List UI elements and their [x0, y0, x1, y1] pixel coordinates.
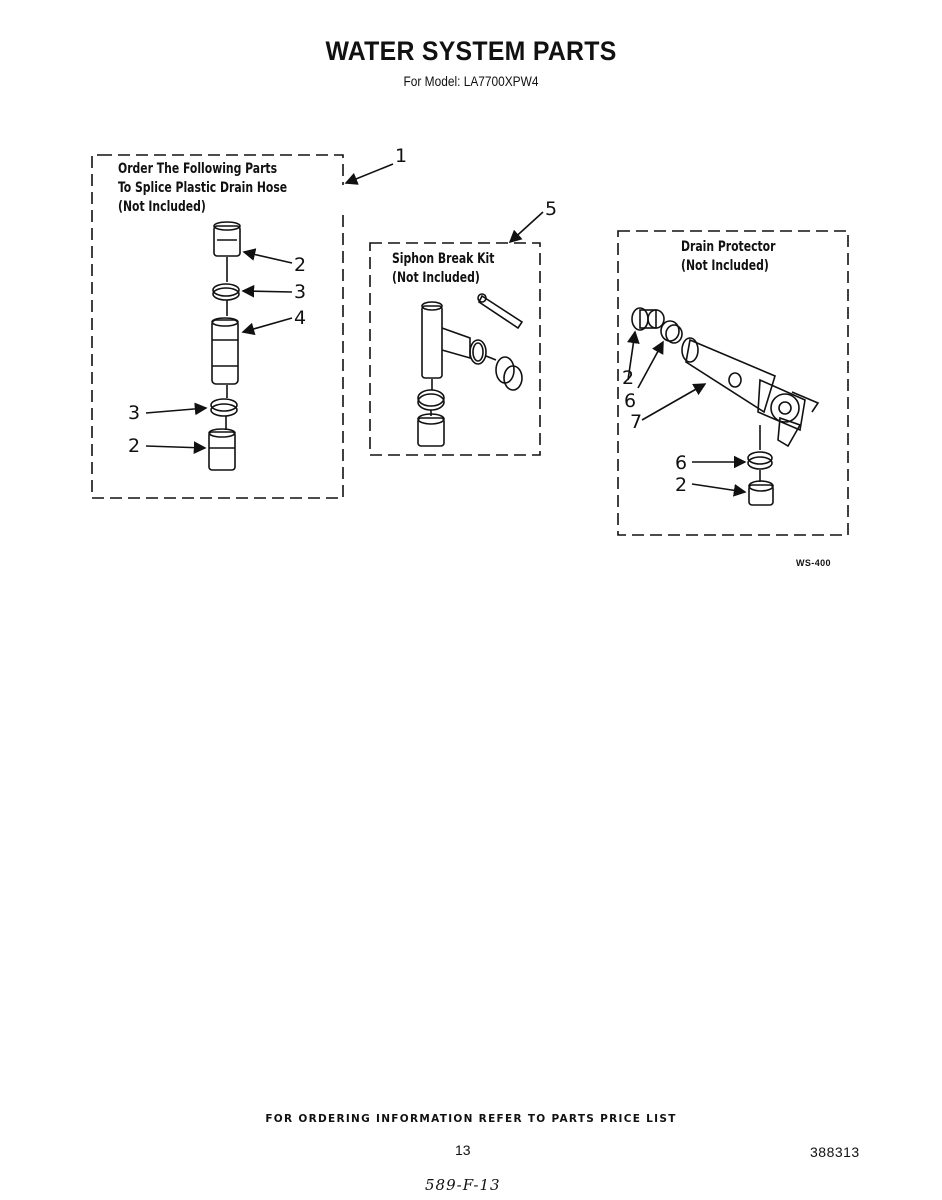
model-subtitle: For Model: LA7700XPW4 [403, 73, 539, 89]
siphon-break-tee [417, 293, 524, 447]
drain-part-7: 7 [630, 411, 643, 433]
callout-5-leader [508, 211, 544, 244]
ordering-note: FOR ORDERING INFORMATION REFER TO PARTS … [265, 1113, 677, 1125]
page-title: WATER SYSTEM PARTS [325, 36, 617, 66]
callout-1-leader [344, 163, 394, 185]
handwritten-note: 589-F-13 [425, 1176, 501, 1194]
drain-part-2-bottom: 2 [675, 474, 688, 496]
splice-part-3-top: 3 [294, 281, 307, 303]
document-number: 388313 [810, 1144, 860, 1160]
callout-1: 1 [395, 145, 408, 167]
siphon-panel-border [369, 242, 541, 456]
splice-panel-label: Order The Following Parts To Splice Plas… [118, 160, 287, 217]
siphon-panel-label: Siphon Break Kit (Not Included) [392, 250, 494, 288]
splice-part-2-top: 2 [294, 254, 307, 276]
drain-panel-label: Drain Protector (Not Included) [681, 238, 775, 276]
siphon-label-line-2: (Not Included) [392, 270, 480, 286]
splice-label-line-1: Order The Following Parts [118, 161, 278, 177]
drain-protector-assembly [631, 307, 820, 506]
splice-part-2-bottom: 2 [128, 435, 141, 457]
drain-label-line-1: Drain Protector [681, 239, 776, 255]
splice-part-4: 4 [294, 307, 307, 329]
drain-panel-border [617, 230, 849, 536]
drain-label-line-2: (Not Included) [681, 258, 769, 274]
page-number: 13 [455, 1142, 471, 1158]
splice-label-line-3: (Not Included) [118, 199, 206, 215]
splice-label-line-2: To Splice Plastic Drain Hose [118, 180, 288, 196]
figure-code: WS-400 [796, 558, 831, 568]
splice-panel-border [91, 154, 344, 499]
callout-5: 5 [545, 198, 558, 220]
drain-part-2-top: 2 [622, 367, 635, 389]
drain-part-6-top: 6 [624, 390, 637, 412]
splice-part-3-bottom: 3 [128, 402, 141, 424]
splice-parts-stack [208, 221, 241, 471]
drain-part-6-bottom: 6 [675, 452, 688, 474]
siphon-label-line-1: Siphon Break Kit [392, 251, 495, 267]
